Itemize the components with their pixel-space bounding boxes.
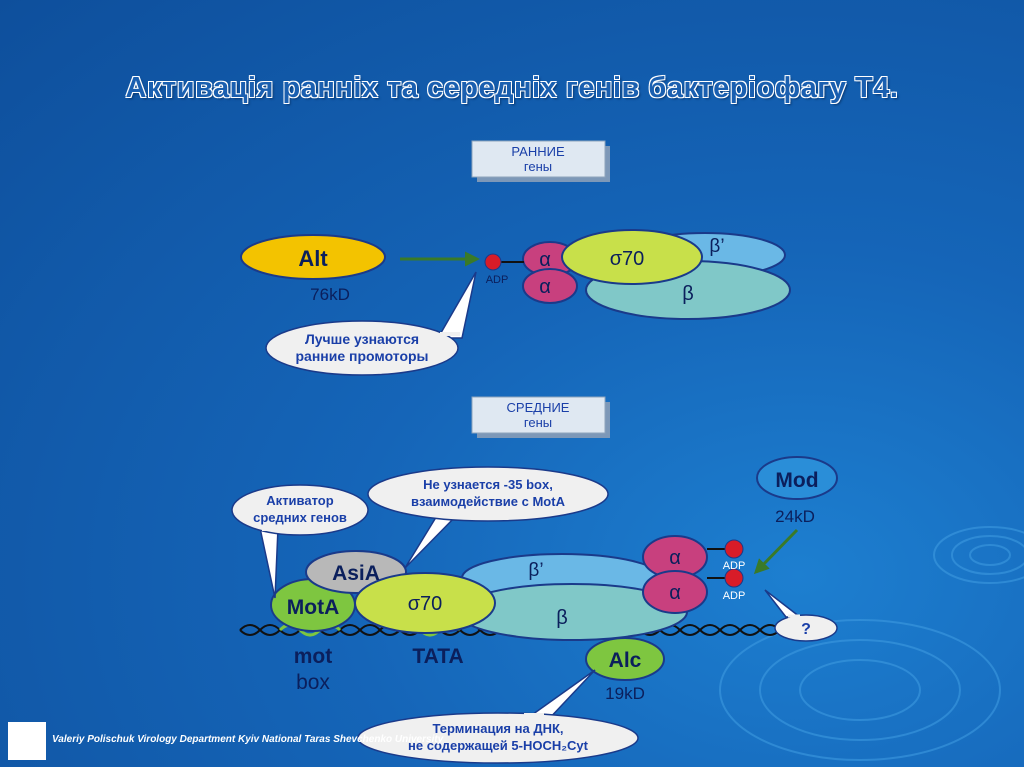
box35-callout: Не узнается -35 box, взаимодействие с Mo… — [367, 466, 609, 569]
activator-line2: средних генов — [253, 510, 347, 525]
activator-line1: Активатор — [266, 493, 333, 508]
early-beta-prime: β’ — [709, 236, 724, 257]
ripple-decoration — [719, 526, 1024, 761]
middle-box-line2: гены — [524, 415, 552, 430]
question-callout: ? — [764, 589, 838, 642]
early-box-line2: гены — [524, 159, 552, 174]
early-beta: β — [682, 283, 694, 305]
middle-rna-polymerase: MotA AsiA σ70 β’ β α α ADP ADP — [270, 535, 746, 641]
middle-alpha2: α — [669, 582, 681, 604]
mot-label: mot — [294, 645, 333, 668]
mod-size: 24kD — [775, 507, 815, 526]
mod-protein: Mod — [756, 456, 838, 500]
middle-adp2: ADP — [723, 590, 746, 602]
footer-credit: Valeriy Polischuk Virology Department Ky… — [52, 734, 444, 745]
box35-line1: Не узнается -35 box, — [423, 477, 553, 492]
page-title: Активація ранніх та середніх генів бакте… — [125, 72, 899, 104]
alt-size: 76kD — [310, 285, 350, 304]
early-callout-line1: Лучше узнаются — [305, 331, 419, 347]
early-box-line1: РАННИЕ — [511, 144, 565, 159]
middle-adp1: ADP — [723, 560, 746, 572]
alt-protein: Alt — [240, 234, 386, 280]
termination-callout: Терминация на ДНК, не содержащей 5-HOCH₂… — [357, 669, 639, 764]
middle-sigma: σ70 — [408, 593, 443, 615]
mota-label: MotA — [287, 596, 339, 619]
early-callout-line2: ранние промоторы — [295, 348, 428, 364]
tata-label: TATA — [412, 645, 463, 668]
box-label: box — [296, 671, 330, 694]
early-adp: ADP — [486, 274, 509, 286]
middle-genes-box: СРЕДНИЕ гены — [471, 396, 610, 438]
mod-label: Mod — [775, 469, 818, 492]
box35-line2: взаимодействие с MotA — [411, 494, 566, 509]
middle-beta-prime: β’ — [528, 560, 543, 581]
mod-arrow — [753, 528, 799, 575]
termination-line1: Терминация на ДНК, — [432, 721, 563, 736]
middle-box-line1: СРЕДНИЕ — [507, 400, 570, 415]
early-genes-box: РАННИЕ гены — [471, 140, 610, 182]
early-callout: Лучше узнаются ранние промоторы — [265, 271, 477, 376]
university-logo — [8, 722, 46, 760]
alc-protein: Alc — [585, 637, 665, 681]
question-label: ? — [801, 621, 811, 638]
alt-label: Alt — [298, 246, 328, 271]
termination-line2: не содержащей 5-HOCH₂Cyt — [408, 738, 589, 753]
middle-beta: β — [556, 607, 568, 629]
activator-callout: Активатор средних генов — [231, 484, 369, 599]
early-alpha2: α — [539, 276, 551, 298]
early-sigma: σ70 — [610, 248, 645, 270]
early-rna-polymerase: α α σ70 β’ β ADP — [484, 229, 791, 320]
alc-size: 19kD — [605, 684, 645, 703]
middle-alpha1: α — [669, 547, 681, 569]
early-alpha1: α — [539, 249, 551, 271]
asia-label: AsiA — [332, 562, 380, 585]
alc-label: Alc — [609, 649, 642, 672]
